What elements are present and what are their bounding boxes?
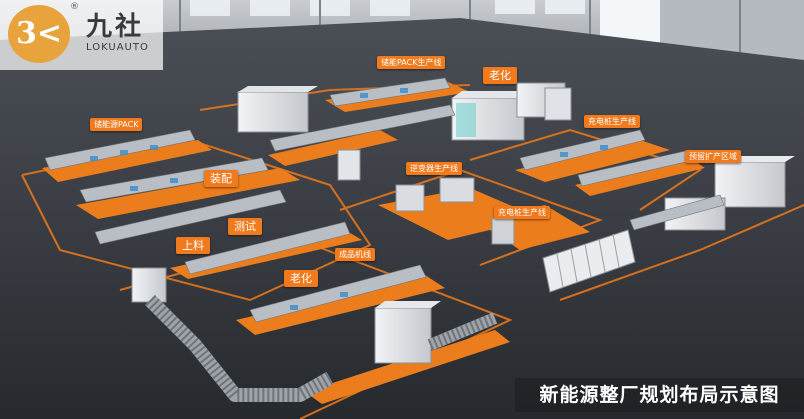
roller-conveyor: [145, 295, 498, 402]
pad-assembly: [76, 168, 300, 219]
registered-mark: ®: [70, 2, 79, 12]
label-reserve-area: 预留扩产区域: [685, 150, 741, 163]
pad-charger-line: [515, 140, 670, 182]
pad-mid: [268, 130, 398, 166]
label-charger-line: 充电桩生产线: [584, 115, 640, 128]
label-pack-line: 储能PACK生产线: [377, 56, 446, 69]
logo-mark-icon: 3<: [8, 5, 70, 63]
equipment: [44, 77, 795, 364]
pad-finished: [236, 275, 445, 335]
label-loading: 上料: [176, 237, 210, 254]
equipment-details: [90, 88, 608, 310]
cabinet-bottom-center: [374, 301, 441, 364]
pad-power-pack: [42, 140, 212, 182]
label-power-pack: 储能源PACK: [90, 118, 143, 131]
cabinet-bottom-left: [131, 267, 167, 303]
cabinet-large-top: [237, 86, 318, 133]
inverter-machines: [337, 149, 515, 245]
label-test: 测试: [228, 218, 262, 235]
cabinet-top-right: [516, 82, 572, 121]
cabinet-reserve: [664, 156, 795, 231]
brand-logo: 3< ® 九社 LOKUAUTO: [0, 0, 163, 70]
caption-band: [515, 378, 804, 412]
layout-caption: 新能源整厂规划布局示意图: [539, 384, 780, 406]
label-inverter-line: 逆变器生产线: [406, 162, 462, 175]
pad-bottom-conveyor: [305, 330, 510, 404]
label-finished-machine: 成品机线: [335, 248, 375, 261]
label-charging-pile-line: 充电桩生产线: [494, 206, 550, 219]
brand-name-cn: 九社: [86, 12, 145, 42]
label-aging-top: 老化: [483, 67, 517, 84]
label-aging-bottom: 老化: [284, 270, 318, 287]
label-assembly: 装配: [204, 170, 238, 187]
loading-door: [600, 0, 660, 48]
cabinet-aging-top: [451, 91, 534, 141]
pad-reserve: [575, 158, 705, 196]
brand-name-en: LOKUAUTO: [86, 42, 149, 53]
cabinet-row-right: [542, 229, 636, 293]
